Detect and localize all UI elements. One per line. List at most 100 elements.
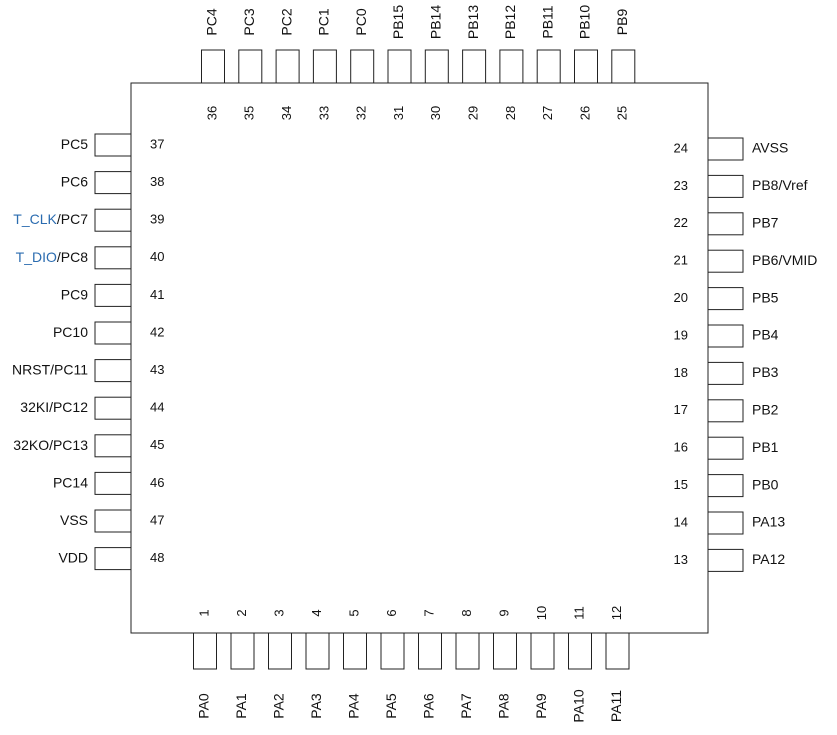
pin-number: 42 [150,324,164,339]
pin-lead [268,632,292,670]
pin-label: PA2 [271,693,287,719]
pin-lead [380,632,405,670]
pin-label: PB0 [752,476,779,492]
pin-lead [707,436,744,460]
pin-46: PC14 46 [53,471,164,495]
pin-lead [462,49,487,84]
pin-lead [275,49,300,84]
pin-lead [707,137,744,161]
pin-number: 40 [150,249,164,264]
pin-label: PA13 [752,514,785,530]
pin-label: VDD [58,549,88,565]
pin-15: PB0 15 [674,474,779,498]
pin-label-main: VSS [60,512,88,528]
pin-number: 18 [674,365,688,380]
pin-lead [530,632,555,670]
pin-label: PB6/VMID [752,252,817,268]
pin-number: 25 [615,106,630,120]
pin-8: PA7 8 [455,609,480,719]
pin-lead [707,324,744,348]
pin-label: PB12 [502,5,518,39]
pin-number: 27 [540,106,555,120]
pin-lead [707,399,744,423]
pin-number: 44 [150,400,164,415]
pin-number: 8 [459,609,474,616]
pin-number: 46 [150,475,164,490]
pin-lead [350,49,375,84]
pin-number: 47 [150,512,164,527]
pin-number: 28 [503,106,518,120]
pin-label: PA10 [571,689,587,722]
pin-label: PA7 [458,693,474,719]
pin-lead [193,632,217,670]
pin-lead [707,511,744,535]
pin-label: PB3 [752,364,779,380]
pin-lead [94,434,132,458]
pin-25: PB9 25 [611,9,636,120]
pin-lead [94,471,132,495]
pin-label: PB9 [614,9,630,36]
pin-lead [94,208,132,232]
pin-27: PB11 27 [536,5,561,120]
pin-18: PB3 18 [674,361,779,385]
pin-number: 37 [150,136,164,151]
pin-label: VSS [60,512,88,528]
pin-lead [707,212,744,236]
pin-lead [707,474,744,498]
pin-number: 29 [466,106,481,120]
pin-label: PC9 [61,286,88,302]
pin-label: AVSS [752,140,788,156]
pin-lead [201,49,225,84]
pin-lead [305,632,330,670]
pin-lead [94,547,132,571]
pin-number: 1 [196,609,211,616]
pin-label: 32KO/PC13 [13,437,88,453]
pin-lead [605,632,630,670]
pin-lead [230,632,255,670]
pin-number: 17 [674,402,688,417]
pin-lead [574,49,598,84]
pin-label-main: PC6 [61,173,88,189]
pin-lead [707,174,744,198]
pin-number: 2 [234,609,249,616]
pin-label-main: PC5 [61,136,88,152]
pin-label-main: NRST/PC11 [12,361,88,377]
pin-lead [94,133,132,157]
pin-label: PB11 [539,5,555,38]
pin-28: PB12 28 [499,5,524,120]
pin-lead [568,632,592,670]
pin-number: 4 [309,609,324,616]
right-pin-column: AVSS24PB8/Vref23PB722PB6/VMID21PB520PB41… [674,137,817,572]
pin-37: PC5 37 [61,133,164,157]
pin-lead [424,49,449,84]
pin-lead [94,246,132,270]
chip-body [130,82,709,634]
pin-number: 23 [674,178,688,193]
pin-2: PA12 [230,609,255,719]
pin-number: 21 [674,253,688,268]
pin-label: T_DIO/PC8 [16,249,89,265]
pin-number: 43 [150,362,164,377]
pin-lead [493,632,517,670]
pin-lead [611,49,636,84]
pin-label: PC14 [53,474,88,490]
pin-label: PA0 [196,693,212,719]
pin-label: PC10 [53,324,88,340]
pin-label-main: VDD [58,549,88,565]
pin-label: PB7 [752,215,779,231]
pin-number: 15 [674,477,688,492]
pin-number: 6 [384,609,399,616]
pin-lead [418,632,442,670]
